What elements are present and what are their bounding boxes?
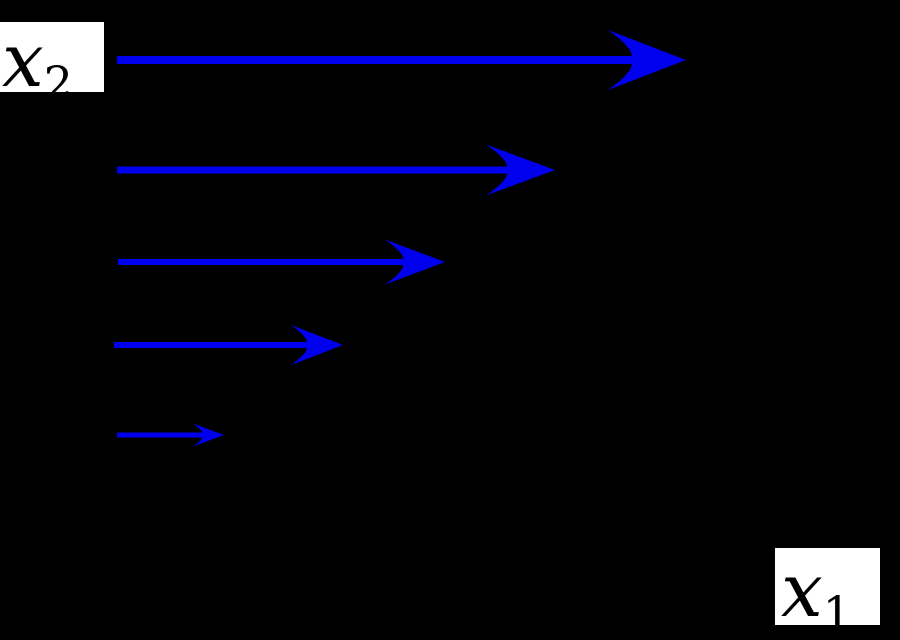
vector-arrow-head [193,423,224,447]
vector-arrow-head [291,325,343,365]
vector-arrow-head [486,144,555,196]
vector-arrow [117,423,224,447]
vector-arrow [118,239,445,285]
x2-axis-label-base: x [2,22,44,92]
vector-arrow [117,30,686,90]
x1-axis-label: x1 [775,548,880,625]
x1-axis-label-subscript: 1 [822,585,852,625]
vector-arrow-head [608,30,686,90]
arrow-group [114,30,686,447]
vector-arrow-head [385,239,445,285]
vector-arrow [114,325,343,365]
x2-axis-label: x2 [0,22,104,92]
x2-axis-label-subscript: 2 [43,55,73,92]
x1-axis-label-base: x [781,548,823,625]
vector-arrow [117,144,555,196]
